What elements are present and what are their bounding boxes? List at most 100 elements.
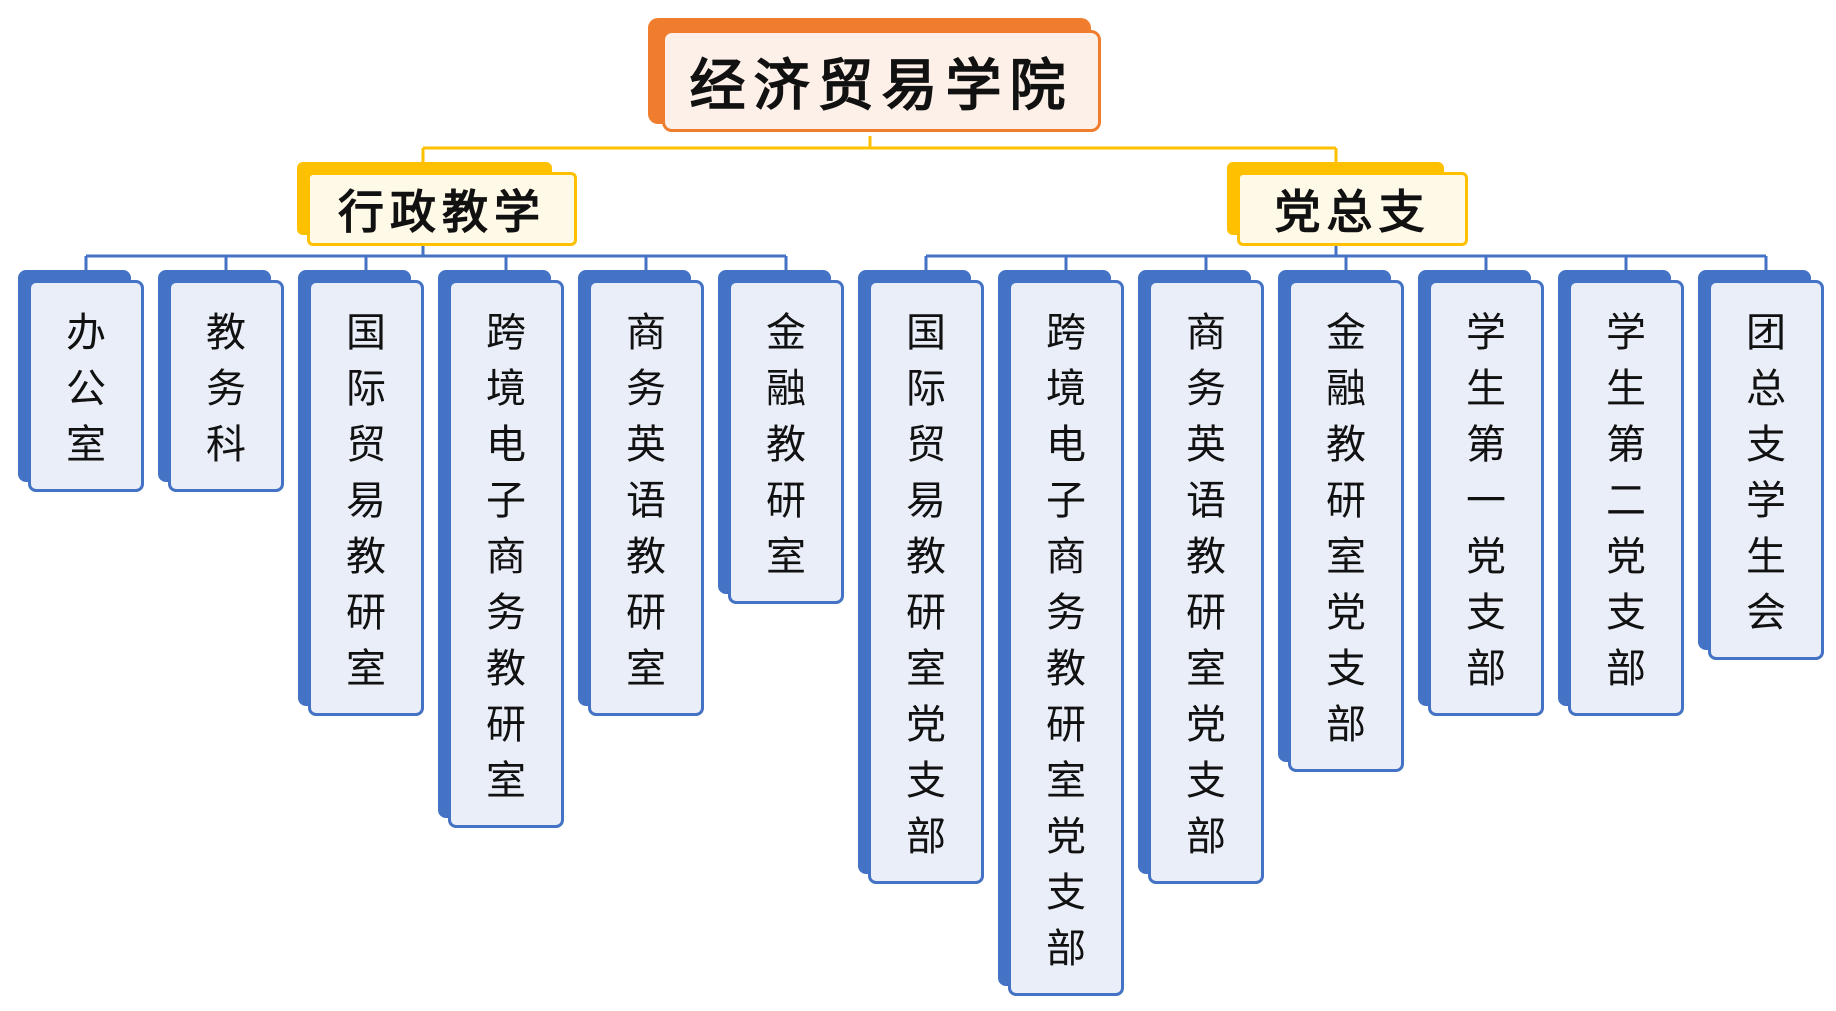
leaf-node-char: 跨: [486, 310, 526, 356]
leaf-node-char: 研: [766, 478, 806, 524]
leaf-node-label: 跨境电子商务教研室党支部: [1008, 280, 1124, 996]
leaf-node-char: 室: [626, 646, 666, 692]
leaf-node-char: 教: [626, 534, 666, 580]
leaf-node-char: 子: [486, 478, 526, 524]
leaf-node-label: 商务英语教研室: [588, 280, 704, 716]
leaf-node-char: 教: [766, 422, 806, 468]
leaf-node-char: 党: [906, 702, 946, 748]
leaf-node-char: 研: [906, 590, 946, 636]
leaf-node-char: 生: [1746, 534, 1786, 580]
leaf-node-label: 金融教研室党支部: [1288, 280, 1404, 772]
leaf-node-char: 研: [346, 590, 386, 636]
leaf-node-char: 支: [1046, 870, 1086, 916]
leaf-node-char: 室: [1186, 646, 1226, 692]
leaf-node-label: 国际贸易教研室: [308, 280, 424, 716]
leaf-node-char: 教: [1046, 646, 1086, 692]
branch-node-label: 党总支: [1237, 172, 1468, 246]
leaf-node-char: 融: [1326, 366, 1366, 412]
leaf-node-char: 党: [1606, 534, 1646, 580]
leaf-node-char: 教: [1326, 422, 1366, 468]
leaf-node-char: 一: [1466, 478, 1506, 524]
leaf-node-char: 党: [1326, 590, 1366, 636]
leaf-node-char: 务: [206, 366, 246, 412]
leaf-node-char: 务: [1046, 590, 1086, 636]
leaf-node-char: 第: [1466, 422, 1506, 468]
leaf-node-char: 跨: [1046, 310, 1086, 356]
leaf-node-char: 电: [1046, 422, 1086, 468]
leaf-node-char: 党: [1046, 814, 1086, 860]
leaf-node-char: 支: [1746, 422, 1786, 468]
leaf-node-char: 室: [1326, 534, 1366, 580]
leaf-node-label: 团总支学生会: [1708, 280, 1824, 660]
leaf-node-char: 电: [486, 422, 526, 468]
leaf-node-char: 教: [486, 646, 526, 692]
leaf-node-char: 团: [1746, 310, 1786, 356]
leaf-node-char: 支: [906, 758, 946, 804]
leaf-node-char: 室: [1046, 758, 1086, 804]
leaf-node-char: 部: [1326, 702, 1366, 748]
leaf-node-char: 支: [1606, 590, 1646, 636]
leaf-node-char: 子: [1046, 478, 1086, 524]
branch-node-admin: 行政教学: [297, 162, 579, 246]
leaf-node-char: 研: [1326, 478, 1366, 524]
leaf-node-char: 金: [766, 310, 806, 356]
leaf-node-char: 科: [206, 422, 246, 468]
leaf-node-char: 室: [486, 758, 526, 804]
leaf-node-char: 党: [1466, 534, 1506, 580]
leaf-node-char: 二: [1606, 478, 1646, 524]
leaf-node-char: 融: [766, 366, 806, 412]
leaf-node-char: 教: [906, 534, 946, 580]
leaf-node-char: 学: [1606, 310, 1646, 356]
leaf-node-char: 室: [766, 534, 806, 580]
leaf-node-char: 商: [1186, 310, 1226, 356]
leaf-node-char: 部: [1046, 926, 1086, 972]
leaf-node-label: 学生第一党支部: [1428, 280, 1544, 716]
leaf-node-char: 部: [1606, 646, 1646, 692]
leaf-node-char: 室: [906, 646, 946, 692]
leaf-node-char: 研: [486, 702, 526, 748]
leaf-node-label: 办公室: [28, 280, 144, 492]
branch-node-label: 行政教学: [307, 172, 577, 246]
leaf-node-label: 金融教研室: [728, 280, 844, 604]
leaf-node-char: 教: [206, 310, 246, 356]
leaf-node-char: 学: [1746, 478, 1786, 524]
leaf-node-char: 党: [1186, 702, 1226, 748]
leaf-node-label: 国际贸易教研室党支部: [868, 280, 984, 884]
leaf-node-char: 语: [626, 478, 666, 524]
leaf-node-char: 语: [1186, 478, 1226, 524]
leaf-node-char: 学: [1466, 310, 1506, 356]
leaf-node-char: 支: [1466, 590, 1506, 636]
leaf-node-char: 商: [486, 534, 526, 580]
leaf-node-char: 际: [906, 366, 946, 412]
leaf-node-label: 跨境电子商务教研室: [448, 280, 564, 828]
leaf-node-char: 商: [1046, 534, 1086, 580]
leaf-node-char: 办: [66, 310, 106, 356]
leaf-node-char: 境: [486, 366, 526, 412]
leaf-node-char: 金: [1326, 310, 1366, 356]
leaf-node-char: 教: [1186, 534, 1226, 580]
leaf-node-char: 务: [1186, 366, 1226, 412]
leaf-node-char: 总: [1746, 366, 1786, 412]
leaf-node-char: 易: [346, 478, 386, 524]
leaf-node-char: 贸: [346, 422, 386, 468]
leaf-node-char: 境: [1046, 366, 1086, 412]
leaf-node-char: 生: [1466, 366, 1506, 412]
leaf-node-char: 部: [1466, 646, 1506, 692]
leaf-node-char: 国: [906, 310, 946, 356]
leaf-node-char: 贸: [906, 422, 946, 468]
leaf-node-char: 英: [626, 422, 666, 468]
leaf-node-label: 学生第二党支部: [1568, 280, 1684, 716]
leaf-node-char: 室: [66, 422, 106, 468]
leaf-node-char: 会: [1746, 590, 1786, 636]
leaf-node-char: 务: [626, 366, 666, 412]
leaf-node-char: 第: [1606, 422, 1646, 468]
leaf-node-label: 教务科: [168, 280, 284, 492]
leaf-node-char: 研: [626, 590, 666, 636]
leaf-node-char: 研: [1186, 590, 1226, 636]
leaf-node-char: 国: [346, 310, 386, 356]
root-node-label: 经济贸易学院: [662, 30, 1101, 132]
branch-node-party: 党总支: [1227, 162, 1470, 246]
leaf-node-char: 支: [1186, 758, 1226, 804]
leaf-node-char: 易: [906, 478, 946, 524]
